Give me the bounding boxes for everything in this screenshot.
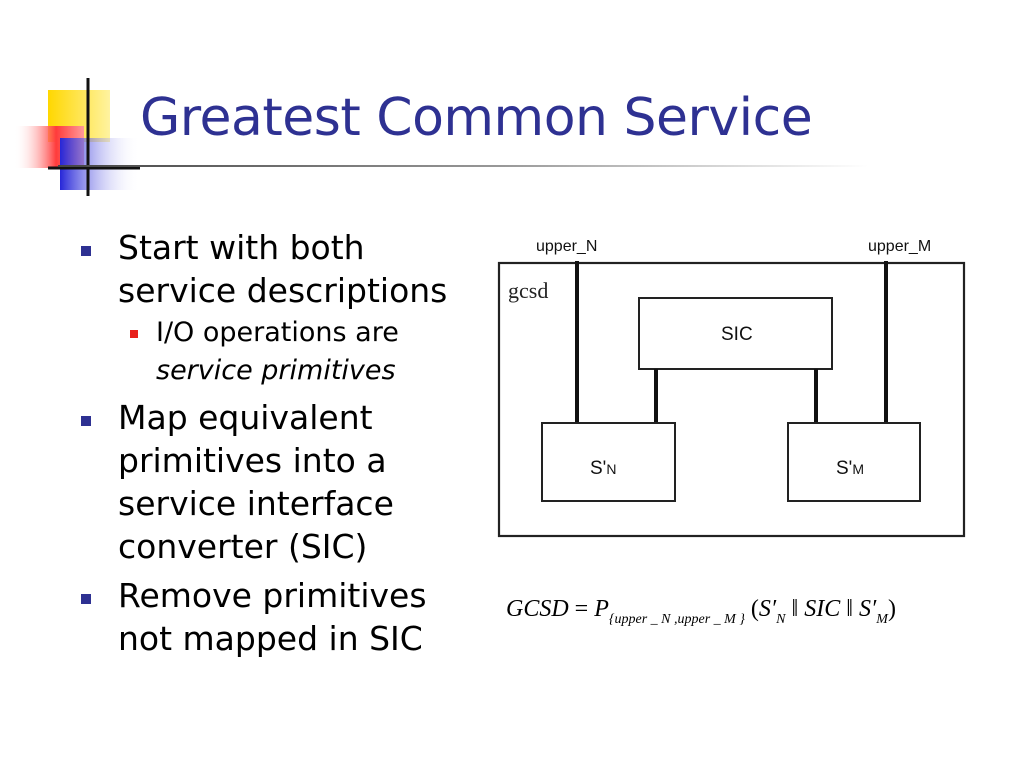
bullet-text: Start with both service descriptions	[118, 228, 448, 310]
formula-lhs: GCSD	[506, 596, 569, 622]
sm-box	[787, 422, 921, 502]
bullet-item: Map equivalent primitives into a service…	[78, 396, 478, 568]
formula-equals: =	[574, 596, 589, 622]
sn-box	[541, 422, 676, 502]
port-label-upper-m: upper_M	[868, 238, 931, 255]
sm-label: S'M	[836, 458, 864, 479]
formula-s1: S′	[758, 596, 777, 622]
corner-decoration	[0, 70, 140, 200]
formula-s2-sub: M	[876, 612, 888, 627]
gcsd-label: gcsd	[508, 278, 548, 303]
gcsd-formula: GCSD = P{upper _ N ,upper _ M } (S′N ‖ S…	[506, 596, 896, 628]
sic-box	[638, 297, 833, 370]
formula-s1-sub: N	[776, 612, 786, 627]
port-label-upper-n: upper_N	[536, 238, 597, 255]
sub-bullet-text: I/O operations are	[156, 317, 399, 348]
sic-label: SIC	[721, 324, 753, 345]
sub-bullet-emphasis: service primitives	[156, 355, 396, 386]
bullet-item: Start with both service descriptions I/O…	[78, 226, 478, 390]
sub-bullet-list: I/O operations are service primitives	[118, 314, 478, 390]
formula-parallel-2: ‖	[846, 596, 854, 622]
sub-bullet-item: I/O operations are service primitives	[128, 314, 478, 390]
sn-label: S'N	[590, 458, 616, 479]
formula-p: P	[594, 596, 609, 622]
formula-sic: SIC	[804, 596, 841, 622]
slide-title: Greatest Common Service	[140, 88, 813, 148]
formula-subscript: {upper _ N ,upper _ M }	[608, 612, 745, 627]
bullet-item: Remove primitives not mapped in SIC	[78, 574, 478, 660]
bullet-list: Start with both service descriptions I/O…	[78, 226, 478, 666]
bullet-text: Remove primitives not mapped in SIC	[118, 576, 427, 658]
bullet-text: Map equivalent primitives into a service…	[118, 398, 394, 566]
formula-close-paren: )	[887, 596, 896, 622]
formula-s2: S′	[859, 596, 877, 622]
gcsd-container	[497, 261, 966, 538]
gcsd-diagram: upper_N upper_M gcsd SIC S'N S'M	[497, 238, 966, 538]
title-divider	[58, 165, 868, 167]
formula-open-paren: (	[750, 596, 759, 622]
formula-parallel-1: ‖	[791, 596, 799, 622]
